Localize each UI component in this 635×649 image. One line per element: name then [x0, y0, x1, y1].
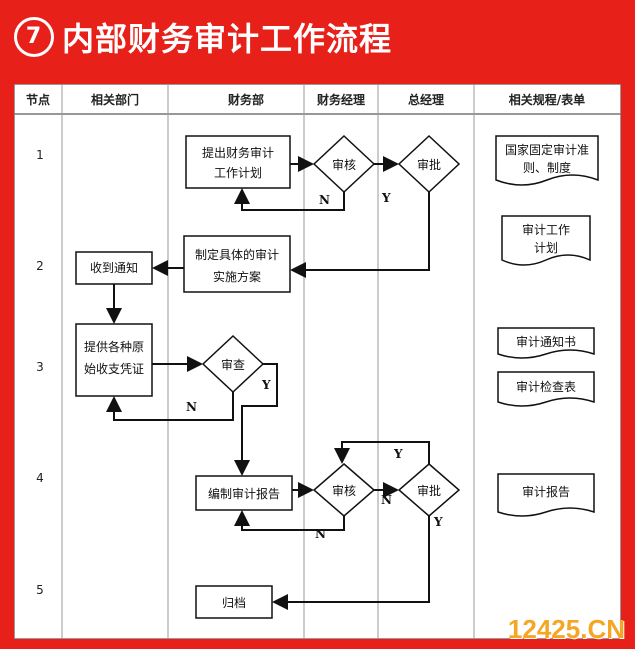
- provide-box-line1: 提供各种原: [84, 339, 144, 354]
- impl-box-line2: 实施方案: [213, 269, 261, 284]
- doc-audit-checklist: 审计检查表: [516, 379, 576, 394]
- document-shape: [501, 215, 591, 266]
- label-y: Y: [433, 515, 443, 529]
- document-shape: [495, 135, 599, 186]
- watermark: 12425.CN: [507, 614, 625, 644]
- title-text: 内部财务审计工作流程: [62, 20, 393, 58]
- doc-audit-plan-line1: 审计工作: [522, 222, 570, 237]
- report-box-label: 编制审计报告: [208, 486, 280, 501]
- page-title: 7 内部财务审计工作流程: [14, 10, 392, 64]
- header-finance-dept: 财务部: [227, 92, 264, 107]
- provide-box-line2: 始收支凭证: [84, 361, 144, 376]
- title-number: 7: [14, 17, 54, 57]
- impl-box-line1: 制定具体的审计: [195, 247, 279, 262]
- label-n: N: [319, 193, 330, 207]
- approve-diamond-1-label: 审批: [417, 157, 441, 172]
- node-number: 4: [36, 471, 44, 485]
- approve-diamond-2-label: 审批: [417, 483, 441, 498]
- provide-vouchers-box: [75, 323, 153, 397]
- doc-standards-line2: 则、制度: [523, 160, 571, 175]
- label-n: N: [381, 493, 392, 507]
- label-y: Y: [381, 191, 391, 205]
- receive-notice-label: 收到通知: [90, 261, 138, 275]
- doc-standards-line1: 国家固定审计准: [505, 142, 589, 157]
- plan-box-line1: 提出财务审计: [202, 145, 274, 160]
- review-diamond-1-label: 审核: [332, 157, 356, 172]
- header-node: 节点: [26, 92, 50, 107]
- header-procedures: 相关规程/表单: [509, 92, 585, 107]
- document-shape: [497, 371, 595, 407]
- arrow-approved: [272, 516, 430, 610]
- doc-audit-plan-line2: 计划: [534, 241, 558, 255]
- check-diamond-label: 审查: [221, 357, 245, 372]
- header-related-dept: 相关部门: [91, 92, 139, 107]
- arrow-approved: [290, 192, 430, 278]
- node-number: 2: [36, 259, 44, 273]
- doc-audit-notice: 审计通知书: [516, 334, 576, 349]
- implementation-plan-box: [183, 235, 291, 293]
- arrow-return-n: [234, 510, 345, 531]
- arrow-return-y: [334, 441, 430, 464]
- flowchart: 节点 相关部门 财务部 财务经理 总经理 相关规程/表单 1 2 3 4 5 提…: [14, 84, 621, 639]
- doc-audit-report: 审计报告: [522, 484, 570, 499]
- label-y: Y: [261, 378, 271, 392]
- arrow-return-n: [106, 392, 234, 421]
- header-general-manager: 总经理: [408, 92, 444, 107]
- plan-box-line2: 工作计划: [214, 166, 262, 180]
- flowchart-panel: 节点 相关部门 财务部 财务经理 总经理 相关规程/表单 1 2 3 4 5 提…: [14, 84, 621, 639]
- archive-box: [195, 585, 273, 619]
- label-n: N: [315, 527, 326, 541]
- header-finance-manager: 财务经理: [316, 92, 365, 107]
- label-y: Y: [393, 447, 403, 461]
- label-n: N: [186, 400, 197, 414]
- review-diamond-2-label: 审核: [332, 483, 356, 498]
- node-number: 3: [36, 360, 44, 374]
- document-shape: [497, 327, 595, 359]
- archive-label: 归档: [222, 596, 246, 610]
- node-number: 1: [36, 148, 44, 162]
- plan-box: [185, 135, 291, 189]
- arrow-checked: [234, 363, 278, 476]
- node-number: 5: [36, 583, 44, 597]
- arrow-return-n: [234, 188, 345, 211]
- document-shape: [497, 473, 595, 517]
